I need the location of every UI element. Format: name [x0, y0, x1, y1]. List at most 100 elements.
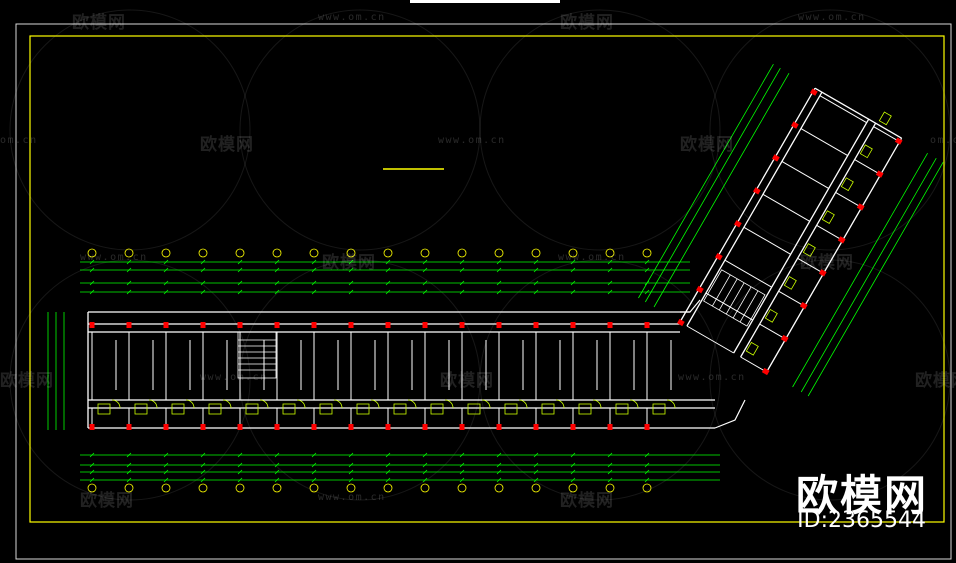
fixture [541, 403, 555, 415]
watermark-logo: 欧模网 [915, 371, 956, 391]
dimension-tick [459, 477, 465, 483]
column [89, 322, 95, 328]
axis-bubble [235, 483, 245, 493]
dimension-tick [385, 267, 391, 273]
column [200, 424, 206, 430]
column [496, 424, 502, 430]
dimension-tick [607, 289, 613, 295]
fixture [821, 210, 835, 224]
partition-wall [705, 292, 753, 321]
axis-bubble [198, 248, 208, 258]
dimension-lines-left [47, 312, 65, 430]
model-id: ID:2365544 [797, 508, 926, 533]
dimension-tick [496, 452, 502, 458]
column [348, 424, 354, 430]
dimension-tick [200, 259, 206, 265]
dimension-tick [89, 259, 95, 265]
dimension-tick [311, 469, 317, 475]
dimension-tick [385, 477, 391, 483]
partition-wall [740, 356, 767, 373]
door-swing [185, 399, 195, 409]
dimension-tick [200, 477, 206, 483]
column [274, 322, 280, 328]
column [715, 253, 723, 261]
partition-wall [743, 226, 791, 255]
fixture [282, 403, 296, 415]
corner-joint [680, 299, 746, 429]
dimension-tick [459, 267, 465, 273]
axis-bubbles-bottom [87, 483, 652, 493]
fixture [745, 341, 759, 356]
dimension-tick [89, 280, 95, 286]
partition-wall [762, 193, 810, 222]
dimension-tick [607, 469, 613, 475]
watermark-logo: 欧模网 [0, 371, 54, 391]
dimension-tick [644, 469, 650, 475]
dimension-tick [533, 452, 539, 458]
partition-wall [778, 290, 805, 307]
partition-wall [873, 126, 900, 143]
watermark-logo: 欧模网 [80, 491, 134, 511]
column [459, 424, 465, 430]
column [734, 220, 742, 228]
dimension-tick [348, 289, 354, 295]
door-swing [370, 399, 380, 409]
axis-bubble [605, 248, 615, 258]
column [311, 424, 317, 430]
column [496, 322, 502, 328]
axis-bubble [161, 483, 171, 493]
dimension-tick [311, 452, 317, 458]
partition-wall [816, 224, 843, 241]
column [644, 322, 650, 328]
column [772, 154, 780, 162]
dimension-tick [348, 280, 354, 286]
dimension-tick [89, 267, 95, 273]
door-swing [444, 399, 454, 409]
axis-bubble [346, 248, 356, 258]
dimension-tick [348, 462, 354, 468]
column [274, 424, 280, 430]
dimension-tick [237, 267, 243, 273]
dimension-tick [163, 289, 169, 295]
watermark-logo: 欧模网 [800, 253, 854, 273]
dimension-tick [459, 452, 465, 458]
watermark-circles [9, 9, 951, 501]
dimension-tick [459, 280, 465, 286]
door-swing [222, 399, 232, 409]
axis-bubble [420, 248, 430, 258]
dimension-tick [200, 469, 206, 475]
dimension-tick [570, 452, 576, 458]
dimension-tick [89, 477, 95, 483]
fixture [840, 177, 854, 192]
dimension-tick [496, 462, 502, 468]
room-fixtures [97, 399, 676, 415]
door-swing [333, 399, 343, 409]
dimension-tick [422, 477, 428, 483]
fixture [859, 144, 873, 159]
axis-bubble [494, 483, 504, 493]
fixture [319, 403, 333, 415]
dimension-tick [163, 267, 169, 273]
column [607, 424, 613, 430]
fixture [783, 276, 797, 290]
axis-bubble [87, 248, 97, 258]
fixture [764, 308, 778, 323]
dimension-tick [385, 462, 391, 468]
partition-wall [819, 95, 867, 124]
axis-bubble [420, 483, 430, 493]
door-swing [407, 399, 417, 409]
watermark-logo: 欧模网 [560, 13, 614, 33]
dimension-tick [496, 469, 502, 475]
watermark-url: om.cn [930, 135, 956, 146]
dimension-tick [348, 452, 354, 458]
dimension-tick [533, 280, 539, 286]
dimension-tick [422, 259, 428, 265]
dimension-tick [126, 259, 132, 265]
watermark-url: www.om.cn [80, 252, 148, 263]
dimension-tick [274, 289, 280, 295]
column [422, 322, 428, 328]
dimension-tick [126, 452, 132, 458]
watermark-logo: 欧模网 [72, 13, 126, 33]
axis-bubble [124, 483, 134, 493]
